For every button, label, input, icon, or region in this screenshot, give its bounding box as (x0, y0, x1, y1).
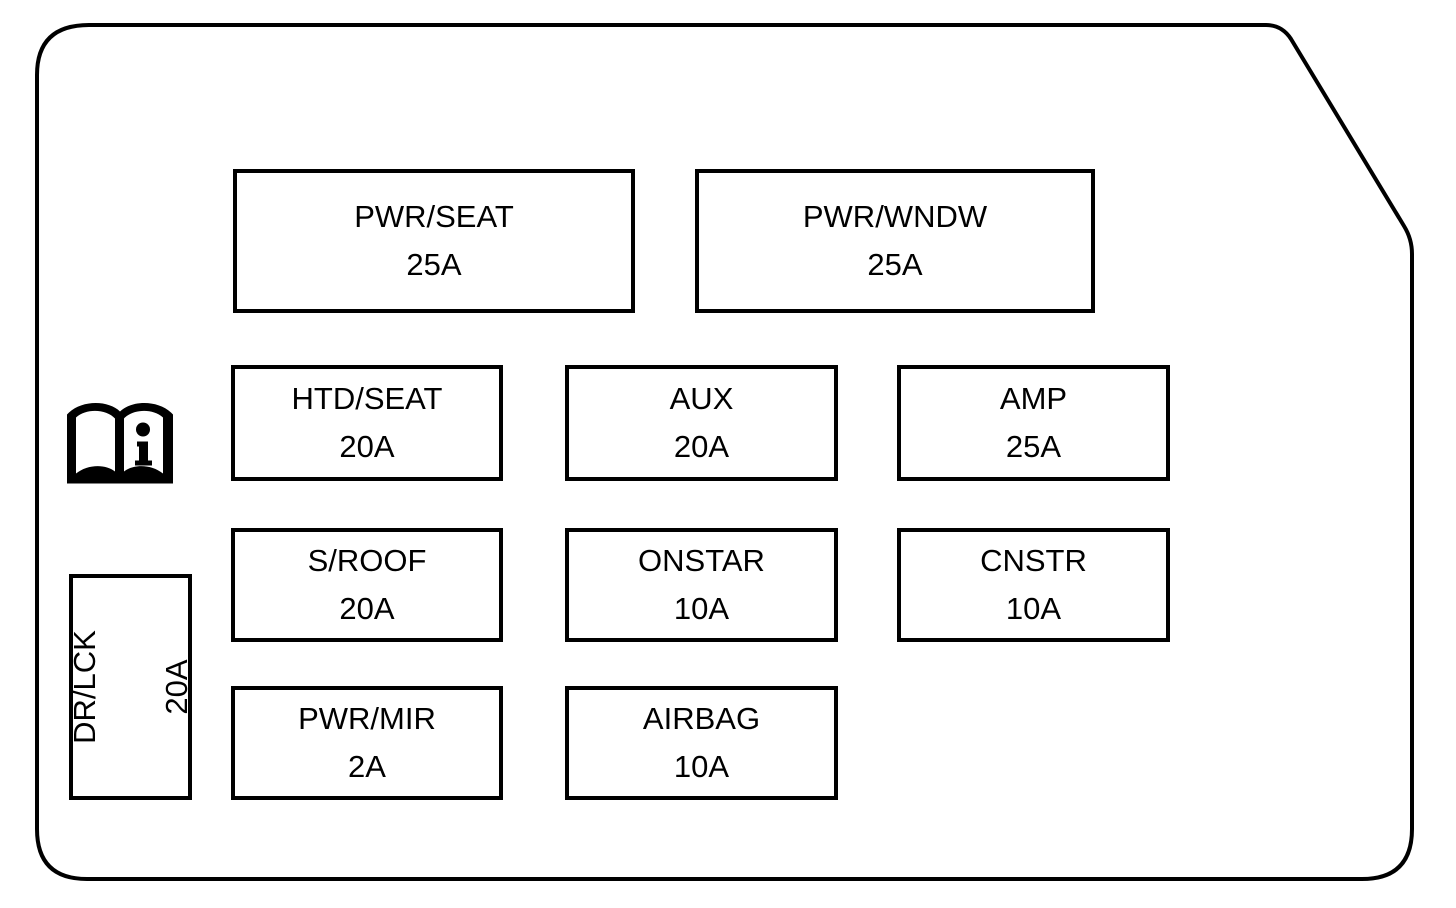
fuse-amp: AMP 25A (897, 365, 1170, 481)
fuse-amperage: 20A (673, 429, 730, 464)
fuse-htd-seat: HTD/SEAT 20A (231, 365, 503, 481)
fuse-label: AMP (999, 381, 1068, 416)
fuse-onstar: ONSTAR 10A (565, 528, 838, 642)
fuse-amperage: 25A (867, 247, 923, 282)
fuse-label: PWR/WNDW (802, 199, 988, 234)
fuse-vertical-text: DR/LCK 20A (62, 630, 200, 744)
fuse-label: S/ROOF (307, 543, 427, 578)
fuse-amperage: 20A (339, 429, 395, 464)
fuse-label: DR/LCK (66, 630, 102, 744)
fuse-amperage: 25A (406, 247, 462, 282)
fuse-pwr-wndw: PWR/WNDW 25A (695, 169, 1095, 313)
fuse-label: AUX (669, 381, 734, 416)
fuse-amperage: 20A (158, 659, 194, 715)
fuse-pwr-mir: PWR/MIR 2A (231, 686, 503, 800)
fuse-label: CNSTR (980, 543, 1087, 578)
fuse-label: PWR/MIR (298, 701, 436, 736)
open-book-info-icon (67, 403, 173, 484)
fuse-label: PWR/SEAT (354, 199, 514, 234)
fuse-amperage: 25A (1005, 429, 1062, 464)
fuse-label: HTD/SEAT (291, 381, 443, 416)
fuse-airbag: AIRBAG 10A (565, 686, 838, 800)
panel-outline-path (35, 23, 1414, 881)
fuse-dr-lck: DR/LCK 20A (67, 574, 194, 800)
book-left-page (76, 410, 115, 474)
fuse-cnstr: CNSTR 10A (897, 528, 1170, 642)
fuse-amperage: 10A (1005, 591, 1062, 626)
fuse-s-roof: S/ROOF 20A (231, 528, 503, 642)
fuse-pwr-seat: PWR/SEAT 25A (233, 169, 635, 313)
fuse-amperage: 20A (339, 591, 395, 626)
fuse-label: AIRBAG (642, 701, 761, 736)
fuse-amperage: 2A (348, 749, 386, 784)
fuse-label: ONSTAR (638, 543, 765, 578)
fuse-aux: AUX 20A (565, 365, 838, 481)
info-i-stem (135, 441, 152, 466)
fuse-amperage: 10A (673, 591, 730, 626)
info-i-dot (136, 422, 150, 437)
fuse-amperage: 10A (673, 749, 730, 784)
